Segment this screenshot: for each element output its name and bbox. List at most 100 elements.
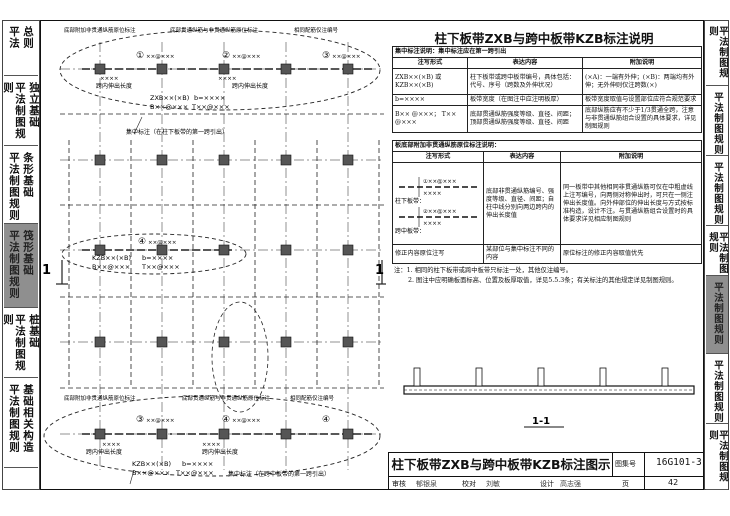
title-block [388,452,704,490]
atlas-number: 16G101-3 [656,457,702,468]
column-block [342,63,354,75]
sec1-col-form: 注写形式 [392,57,468,69]
right-tab-4[interactable]: 平法制图规则 [706,276,728,354]
mid-B: B××@××× [92,263,130,271]
marker-2: ② [222,51,230,61]
left-tab-3-text-0: 平法制图规则 [8,230,20,299]
top-value-3: ××@××× [332,54,361,60]
top-b: b=×××× [194,94,225,102]
role-check: 校对 [462,480,476,488]
column-block [94,63,106,75]
left-tab-2-text-0: 平法制图规则 [8,152,20,221]
left-tab-1-text-0: 平法制图规则 [2,82,26,140]
mid-right-ellipse [211,301,269,413]
column-block [280,244,292,256]
section-column [661,367,669,387]
column-block [280,154,292,166]
sec2-col-content: 表达内容 [483,151,561,163]
right-tab-1[interactable]: 平法制图规则 [706,86,728,156]
left-tab-5-text-1: 基础相关构造 [22,384,34,453]
name-review: 郁银泉 [416,480,437,488]
top-callout-ellipse [59,29,381,111]
left-tab-4[interactable]: 平法制图规则桩基础 [2,308,40,378]
top-value-2: ××@××× [232,54,261,60]
bottom-note: 集中标注（在跨中板带的第一跨引出） [228,470,330,478]
sec1-r2-note: 板带宽度取值与设置部位应符合规范要求 [582,94,702,106]
mid-callout-ellipse [61,233,247,275]
sec1-r1-form: ZXB××(×B) 或 KZB××(×B) [392,68,468,95]
column-block [94,336,106,348]
sec1-r2-form: b=×××× [392,94,468,106]
bottom-marker-4: ④ [222,415,230,425]
sec2-r1-content: 底部非贯通纵筋编号、强度等级、直径、间距；自柱中线分别向两边跨内的伸出长度值 [483,162,561,245]
sec2-label-b: 跨中板带： [395,227,425,235]
left-tab-5-text-0: 平法制图规则 [8,384,20,453]
right-tab-4-label: 平法制图规则 [712,282,723,345]
left-tab-0-text-1: 总则 [22,26,34,49]
right-tab-5[interactable]: 平法制图规则 [706,354,728,424]
section-1-1-drawing: 1-1 [403,367,695,428]
top-dim-1: ×××× [100,76,118,82]
top-dim-2: ×××× [218,76,236,82]
explain-title: 柱下板带ZXB与跨中板带KZB标注说明 [434,31,654,46]
left-tab-2[interactable]: 平法制图规则条形基础 [4,146,38,224]
sec2-symbol: ①××@××× ×××× ②××@××× ×××× 柱下板带： 跨中板带： [395,177,477,235]
left-tab-4-text-0: 平法制图规则 [2,314,26,372]
sec2-sym-1: ①××@××× [423,178,456,185]
sec1-r3-form: B×× @×××； T×× @××× [392,105,468,133]
column-block [280,63,292,75]
column-block [218,154,230,166]
mid-kzb-id: KZB××(×B) [92,254,131,262]
column-block [342,244,354,256]
bottom-dim-1: ×××× [102,442,120,448]
drawing-title: 柱下板带ZXB与跨中板带KZB标注图示 [391,457,611,472]
marker-1: ① [136,51,144,61]
section-mark-left: 1 [42,263,51,278]
left-tab-1[interactable]: 平法制图规则独立基础 [2,76,40,146]
right-tab-5-label: 平法制图规则 [712,360,723,423]
right-tab-6-label: 平法制图规则 [707,430,728,483]
right-tab-0[interactable]: 平法制图规则 [706,20,728,86]
top-note: 集中标注（在柱下板带的第一跨引出） [126,128,228,136]
bottom-T: T××@××× [175,469,214,477]
left-tab-3[interactable]: 平法制图规则筏形基础 [4,224,38,308]
sec1-col-note: 附加说明 [582,57,702,69]
right-tab-6[interactable]: 平法制图规则 [706,424,728,490]
page-label: 页 [622,480,629,488]
role-review: 审核 [392,480,406,488]
column-block [94,428,106,440]
sec1-r3-note: 底部纵筋应有不少于1/3贯通全跨，注意与非贯通纵筋组合设置的具体要求，详见制图规… [582,105,702,133]
left-tab-1-text-1: 独立基础 [28,82,40,128]
column-block [156,428,168,440]
sec2-r2-note: 原位标注的修正内容取值优先 [560,244,702,264]
plan-drawing: 底部附加非贯通纵筋原位标注 底部贯通纵筋与非贯通纵筋原位标注 相同配筋仅注编号 … [42,26,386,485]
name-design: 高志强 [560,480,581,488]
bottom-value-2: ××@××× [232,418,261,424]
sec2-r2-content: 某部位与集中标注不同的内容 [483,244,561,264]
section-column [599,367,607,387]
column-block [156,244,168,256]
top-callout-2: 底部贯通纵筋与非贯通纵筋原位标注 [170,26,259,34]
right-tab-3-label: 平法制图规则 [707,232,728,274]
right-tab-1-label: 平法制图规则 [712,92,723,155]
left-tab-5[interactable]: 平法制图规则基础相关构造 [4,378,38,468]
notes-block: 注：1. 相同的柱下板带或跨中板带只标注一处，其他仅注编号。 2. 图注中应明确… [394,266,700,286]
column-block [218,428,230,440]
right-tab-2-label: 平法制图规则 [712,162,723,225]
column-block [156,63,168,75]
section-column [413,367,421,387]
board-strip-lines [60,113,384,389]
top-zxb-id: ZXB××(×B) [150,94,189,102]
left-tab-0[interactable]: 平法总则 [4,20,38,76]
sec2-sym-3: ②××@××× [423,208,456,215]
right-tab-2[interactable]: 平法制图规则 [706,156,728,226]
column-block [342,336,354,348]
bottom-callout-3: 相同配筋仅注编号 [290,394,335,402]
in-situ-annotation-table: 板底部附加非贯通纵筋原位标注说明： 注写形式 表达内容 附加说明 ①××@×××… [392,140,702,264]
right-tab-3[interactable]: 平法制图规则 [706,226,728,276]
section-columns [413,367,669,387]
top-value-1: ××@××× [146,54,175,60]
left-tab-2-text-1: 条形基础 [22,152,34,198]
top-T: T××@××× [191,103,230,111]
sec2-r1-note: 同一板带中其他相同非贯通纵筋可仅在中粗虚线上注写编号，向两侧对称伸出时，可只在一… [560,162,702,245]
